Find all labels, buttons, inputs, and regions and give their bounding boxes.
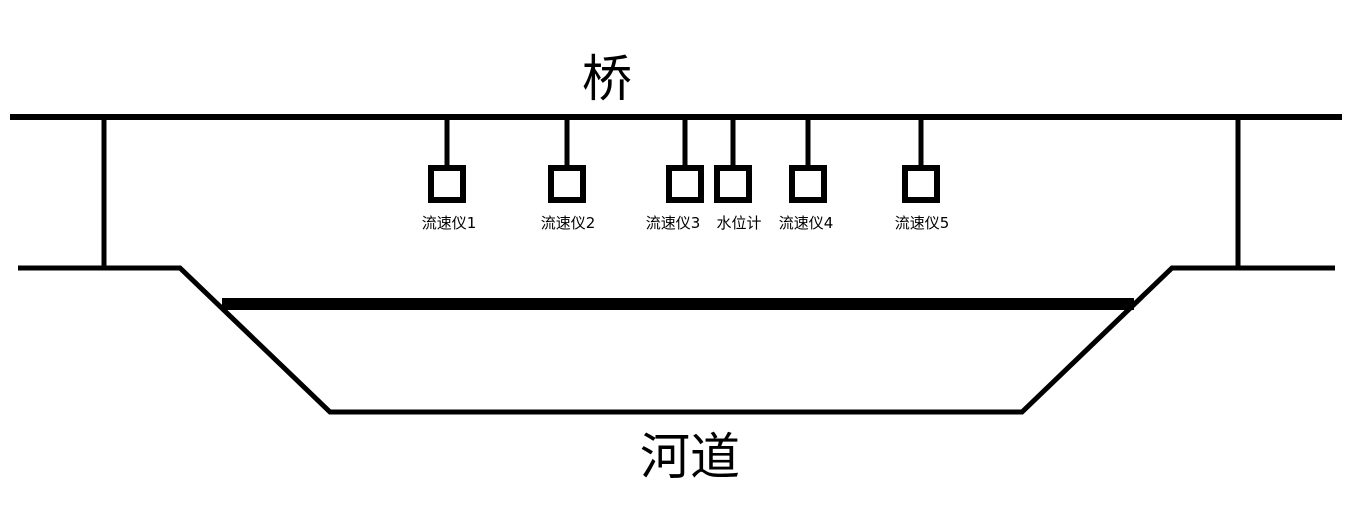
instrument-box xyxy=(666,165,704,203)
instrument-box xyxy=(789,165,827,203)
instrument-box xyxy=(714,165,752,203)
instrument-group: 流速仪1 流速仪2 流速仪3 水位计流速仪4 流速仪5 xyxy=(422,117,950,232)
instrument: 流速仪2 xyxy=(541,117,596,232)
instrument-label: 流速仪2 xyxy=(541,214,596,232)
instrument-label: 流速仪5 xyxy=(895,214,950,232)
instrument-label: 流速仪4 xyxy=(779,214,834,232)
instrument: 水位计 xyxy=(714,117,762,232)
instrument: 流速仪1 xyxy=(422,117,477,232)
river-label: 河道 xyxy=(640,428,740,486)
instrument-box xyxy=(428,165,466,203)
instrument-label: 流速仪1 xyxy=(422,214,477,232)
instrument-label: 流速仪3 xyxy=(646,214,701,232)
instrument: 流速仪5 xyxy=(895,117,950,232)
instrument: 流速仪4 xyxy=(779,117,834,232)
instrument-label: 水位计 xyxy=(716,214,761,232)
instrument-box xyxy=(902,165,940,203)
river-channel xyxy=(18,265,1335,415)
bridge-label: 桥 xyxy=(582,50,632,108)
instrument: 流速仪3 xyxy=(646,117,704,232)
instrument-box xyxy=(548,165,586,203)
